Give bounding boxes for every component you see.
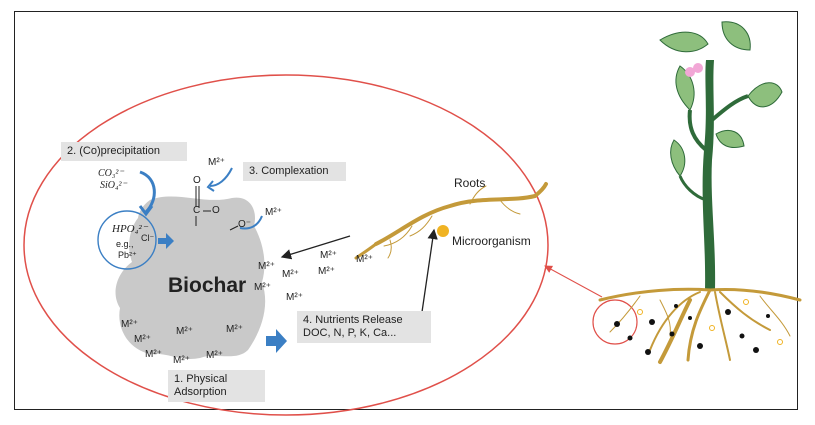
leaf [715,130,745,148]
eg-label: e.g., [116,239,134,249]
physical-adsorption-line2: Adsorption [174,386,227,398]
metal-ion: M²⁺ [121,319,138,330]
nutrients-release-box: 4. Nutrients Release DOC, N, P, K, Ca... [297,311,431,343]
leaf [675,65,695,111]
metal-ion: M²⁺ [176,326,193,337]
roots-label: Roots [454,176,486,190]
physical-adsorption-box: 1. Physical Adsorption [168,370,265,402]
metal-ion: M²⁺ [145,349,162,360]
sio4-label: SiO₄²⁻ [100,180,127,191]
metal-ion: M²⁺ [286,292,303,303]
zoom-connector [544,265,603,298]
flower [685,67,695,77]
metal-ion: M²⁺ [320,250,337,261]
nutrients-release-line2: DOC, N, P, K, Ca... [303,327,397,339]
complexation-box: 3. Complexation [243,162,346,181]
metal-ion: M²⁺ [208,157,225,168]
zoom-ellipse [23,74,549,416]
physical-adsorption-line1: 1. Physical [174,373,228,385]
complexation-curve-arrow [209,167,233,187]
flower [693,63,703,73]
microorganism-label: Microorganism [452,234,531,248]
plant-illustration [659,21,783,290]
leaf [747,82,783,108]
nutrient-release-arrow [421,228,438,313]
metal-ion: M²⁺ [318,266,335,277]
adsorption-block-arrow [266,329,287,353]
soil-particles [614,304,770,355]
phenolic-oxygen: O⁻ [238,219,252,230]
metal-ion: M²⁺ [258,261,275,272]
biochar-label: Biochar [168,274,247,297]
ion-curve-arrow [239,215,263,230]
metal-ion: M²⁺ [254,282,271,293]
leaf [721,21,751,51]
metal-ion: M²⁺ [226,324,243,335]
metal-ion: M²⁺ [282,269,299,280]
metal-ion: M²⁺ [173,355,190,366]
metal-ion: M²⁺ [356,254,373,265]
zoom-circle [592,299,638,345]
microorganism [437,225,449,237]
plant-roots [598,287,802,364]
roots-illustration [354,182,548,260]
pb-label: Pb²⁺ [118,250,137,260]
co3-label: CO₃²⁻ [98,168,124,179]
cl-label: Cl⁻ [141,233,155,243]
nutrient-flow-arrow [280,235,351,260]
figure-border [14,11,798,410]
carboxyl-carbon: C [193,205,201,216]
carbonyl-oxygen: O [193,175,201,186]
precipitate-block-arrow [158,233,174,249]
leaf [670,139,686,177]
leaf [659,31,709,53]
precipitate-circle [97,210,157,270]
biochar-particle [115,196,266,359]
carboxyl-oxygen: O [212,205,220,216]
nutrients-release-line1: 4. Nutrients Release [303,314,403,326]
metal-ion: M²⁺ [206,350,223,361]
metal-ion: M²⁺ [134,334,151,345]
hpo4-label: HPO₄²⁻ [112,223,148,235]
coprecipitation-box: 2. (Co)precipitation [61,142,187,161]
plant-stem [702,60,716,290]
metal-ion: M²⁺ [265,207,282,218]
